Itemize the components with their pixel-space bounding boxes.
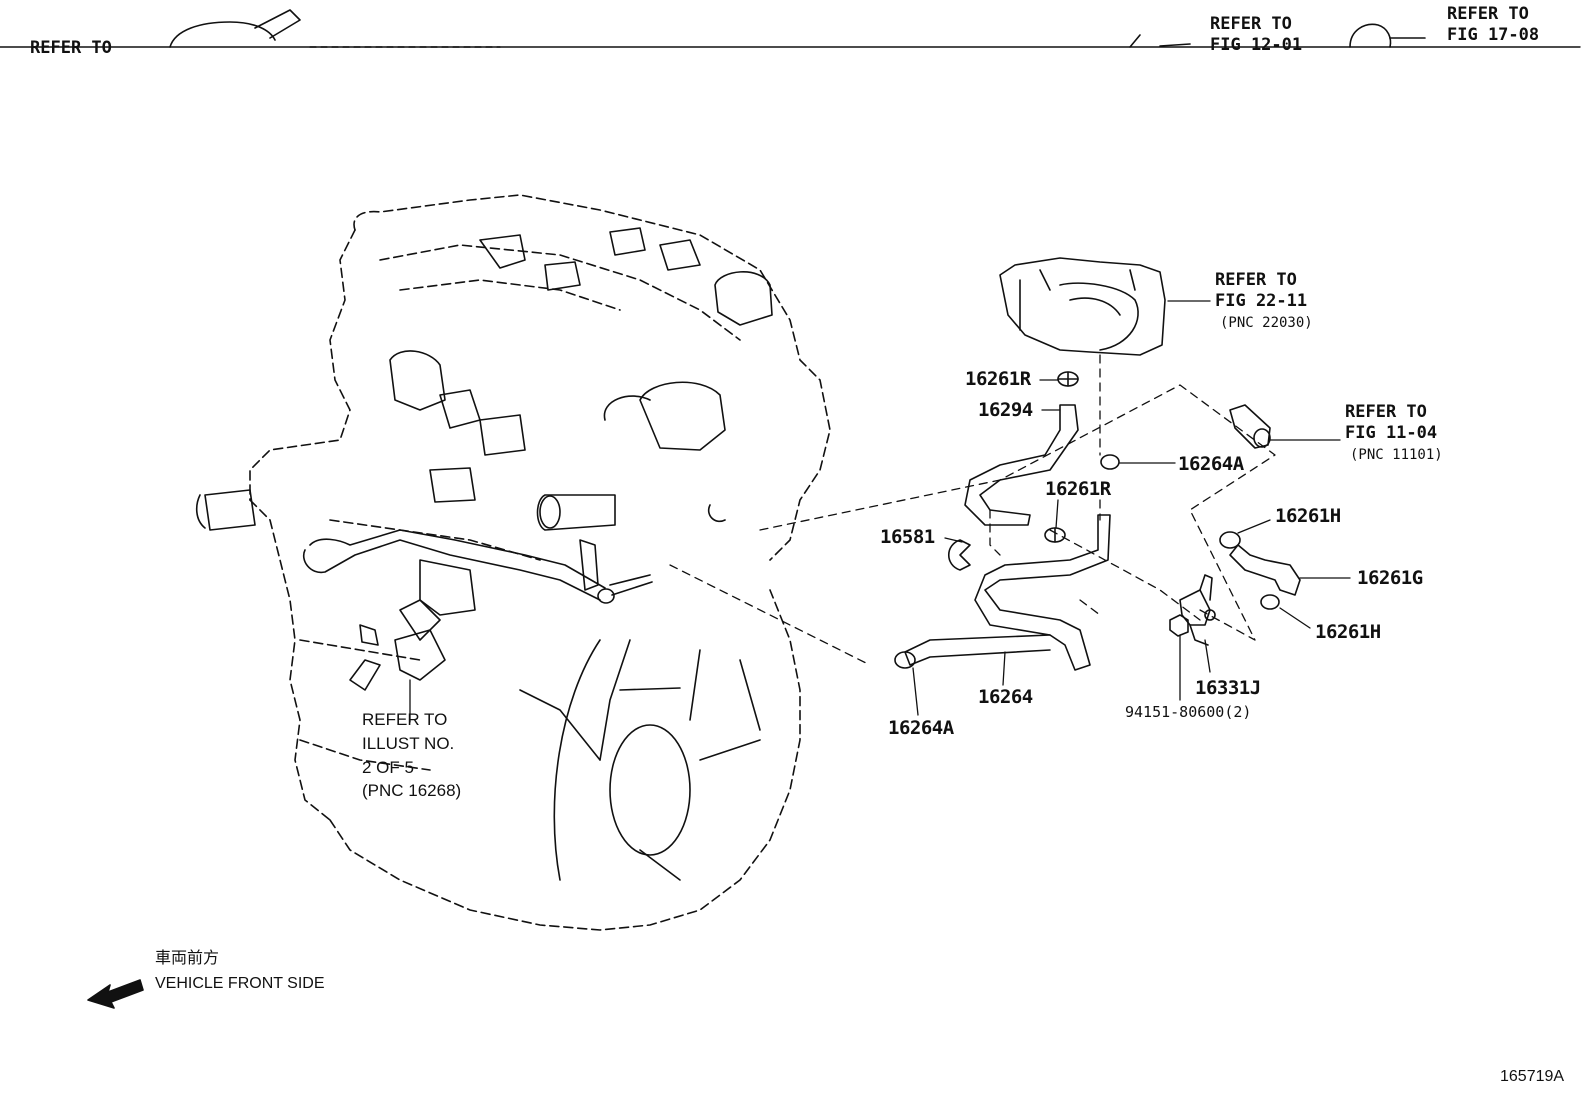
clamp-16261R-top — [1057, 371, 1079, 387]
hose-16294 — [964, 404, 1079, 526]
orientation-japanese: 車両前方 — [155, 950, 220, 967]
coolant-pipe-left — [303, 529, 653, 691]
header-strip: REFER TO REFER TO FIG 12-01 — [0, 0, 1592, 58]
throttle-body-part — [999, 257, 1166, 356]
clip-16581 — [947, 539, 971, 571]
valve-16331J — [1179, 574, 1216, 646]
illust-ref-line3: 2 OF 5 — [362, 758, 414, 777]
bolt-94151 — [1169, 614, 1189, 637]
part-label-16261R-mid: 16261R — [1045, 478, 1111, 500]
part-label-16261G: 16261G — [1357, 567, 1423, 589]
part-label-16331J: 16331J — [1195, 677, 1261, 699]
hose-16264 — [904, 514, 1111, 671]
illust-ref-pnc: (PNC 16268) — [362, 781, 462, 800]
part-label-16581: 16581 — [880, 526, 935, 548]
engine-details — [195, 227, 773, 881]
direction-arrow-icon — [87, 979, 144, 1009]
part-label-16294: 16294 — [978, 399, 1033, 421]
leader-lines — [409, 300, 1351, 723]
header-right-ref-line1: REFER TO — [1447, 4, 1529, 24]
part-label-16264A-right: 16264A — [1178, 453, 1244, 475]
throttle-ref-line2: FIG 22-11 — [1215, 291, 1308, 311]
engine-outline — [249, 194, 831, 931]
part-label-16264A-bottom: 16264A — [888, 717, 954, 739]
part-label-16261H-bottom: 16261H — [1315, 621, 1381, 643]
intake-ref-line1: REFER TO — [1345, 402, 1427, 422]
hose-16261G — [1229, 544, 1301, 596]
intake-ref-pnc: (PNC 11101) — [1350, 447, 1443, 463]
illust-ref-line1: REFER TO — [362, 710, 448, 729]
part-label-16261R-top: 16261R — [965, 368, 1031, 390]
clamp-16261H-top — [1219, 531, 1241, 549]
clamp-16261R-mid — [1044, 527, 1066, 543]
header-right-ref-line2: FIG 17-08 — [1447, 25, 1540, 45]
throttle-ref-pnc: (PNC 22030) — [1220, 315, 1313, 331]
figure-id: 165719A — [1500, 1068, 1565, 1085]
header-left-ref: REFER TO — [30, 38, 112, 58]
intake-ref-line2: FIG 11-04 — [1345, 423, 1438, 443]
header-mid-ref-line2: FIG 12-01 — [1210, 35, 1303, 55]
part-label-16261H-top: 16261H — [1275, 505, 1341, 527]
illust-ref-line2: ILLUST NO. — [362, 734, 455, 753]
orientation-english: VEHICLE FRONT SIDE — [155, 975, 325, 992]
clamp-16261H-bottom — [1260, 594, 1280, 610]
clamp-16264A-right — [1100, 454, 1120, 470]
throttle-ref-line1: REFER TO — [1215, 270, 1297, 290]
clamp-16264A-bottom — [894, 651, 916, 669]
part-label-16264: 16264 — [978, 686, 1033, 708]
intake-pipe-part — [1229, 404, 1271, 449]
header-mid-ref-line1: REFER TO — [1210, 14, 1292, 34]
part-label-94151: 94151-80600(2) — [1125, 703, 1252, 721]
